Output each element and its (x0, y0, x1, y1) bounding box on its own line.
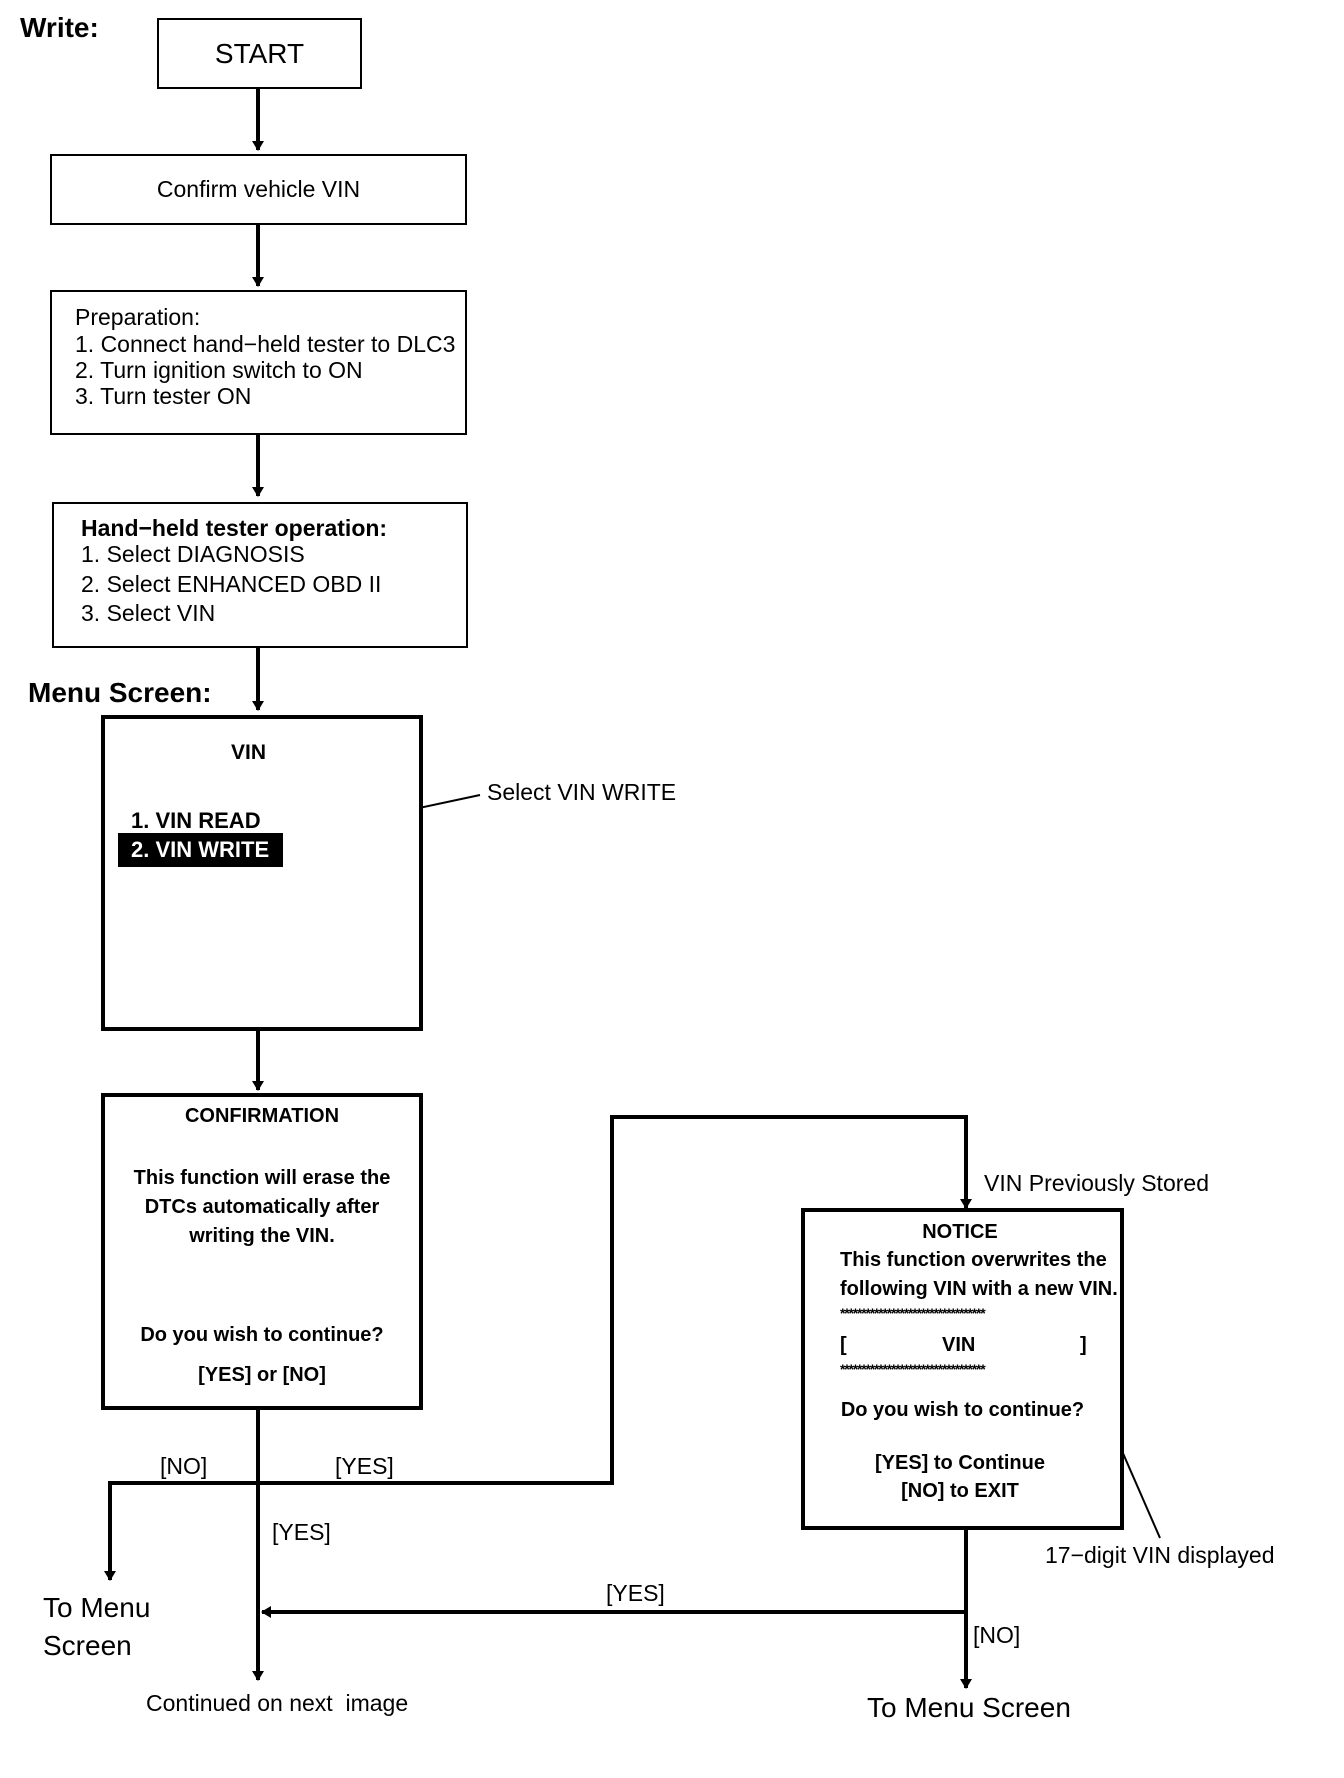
vin-menu-title: VIN (231, 741, 267, 764)
vin-previously-stored-label: VIN Previously Stored (984, 1170, 1209, 1196)
confirmation-message-line-3: writing the VIN. (189, 1225, 335, 1247)
confirm-vin-box: Confirm vehicle VIN (50, 154, 467, 225)
select-vin-write-callout: Select VIN WRITE (487, 779, 677, 805)
preparation-step-1: 1. Connect hand−held tester to DLC3 (75, 331, 456, 357)
to-menu-screen-right: To Menu Screen (867, 1692, 1071, 1723)
notice-message-line-2: following VIN with a new VIN. (840, 1278, 1118, 1300)
start-box: START (157, 18, 362, 89)
arrow-no-to-menu (104, 1481, 258, 1581)
confirmation-message-line-1: This function will erase the (133, 1167, 391, 1189)
notice-option-no: [NO] to EXIT (901, 1480, 1019, 1502)
branch-no-left: [NO] (160, 1453, 208, 1479)
branch-no-notice: [NO] (973, 1622, 1021, 1648)
vin-read-option: 1. VIN READ (131, 808, 261, 833)
vin-menu-screen (101, 715, 423, 1031)
17-digit-vin-callout: 17−digit VIN displayed (1045, 1542, 1275, 1568)
arrow-yes-to-notice (258, 1115, 972, 1485)
confirmation-title: CONFIRMATION (184, 1105, 340, 1127)
write-heading: Write: (20, 12, 99, 43)
confirmation-options: [YES] or [NO] (198, 1364, 326, 1386)
tester-operation-box (52, 502, 468, 648)
tester-step-3: 3. Select VIN (81, 600, 216, 626)
preparation-step-3: 3. Turn tester ON (75, 383, 252, 409)
confirmation-message-line-2: DTCs automatically after (144, 1196, 380, 1218)
vin-write-option-selected: 2. VIN WRITE (118, 833, 283, 867)
confirm-vin-label: Confirm vehicle VIN (156, 176, 361, 202)
confirmation-screen (101, 1093, 423, 1410)
notice-message-line-1: This function overwrites the (840, 1249, 1107, 1271)
notice-vin-bracket-open: [ (840, 1334, 847, 1356)
confirmation-question: Do you wish to continue? (140, 1324, 384, 1346)
notice-stars-top: ********************************** (840, 1305, 986, 1321)
notice-question: Do you wish to continue? (840, 1399, 1085, 1421)
notice-vin-bracket-close: ] (1080, 1334, 1087, 1356)
preparation-step-2: 2. Turn ignition switch to ON (75, 357, 363, 383)
tester-step-2: 2. Select ENHANCED OBD II (81, 571, 382, 597)
menu-screen-heading: Menu Screen: (28, 677, 212, 708)
notice-title: NOTICE (922, 1221, 998, 1243)
preparation-box (50, 290, 467, 435)
preparation-title: Preparation: (75, 304, 201, 330)
notice-option-yes: [YES] to Continue (875, 1452, 1045, 1474)
tester-step-1: 1. Select DIAGNOSIS (81, 541, 305, 567)
branch-yes-down: [YES] (272, 1519, 331, 1545)
branch-yes-right: [YES] (335, 1453, 394, 1479)
to-menu-screen-left-line-2: Screen (43, 1630, 132, 1661)
notice-screen (801, 1208, 1124, 1530)
notice-stars-bottom: ********************************** (840, 1361, 986, 1377)
continued-on-next-image: Continued on next image (146, 1690, 409, 1716)
start-label: START (214, 38, 305, 69)
to-menu-screen-left-line-1: To Menu (43, 1592, 151, 1623)
notice-vin-label: VIN (942, 1334, 976, 1356)
tester-operation-title: Hand−held tester operation: (81, 515, 388, 541)
branch-yes-return: [YES] (606, 1580, 665, 1606)
